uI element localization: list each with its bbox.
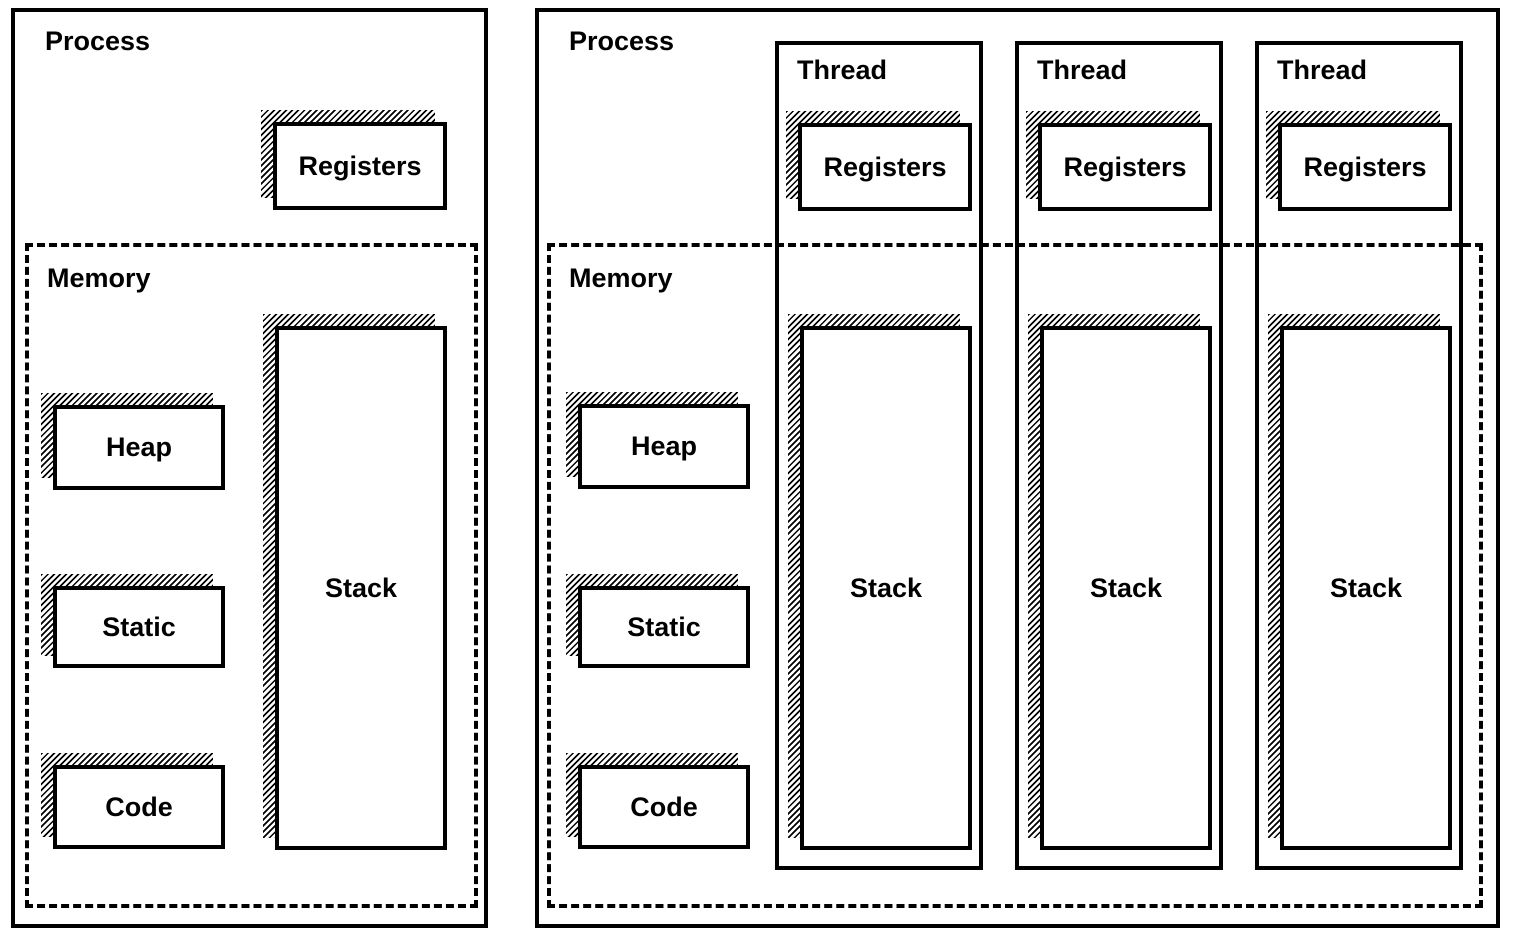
stack-label: Stack xyxy=(1329,572,1403,603)
thread-title: Thread xyxy=(1277,55,1368,85)
static-box: Static xyxy=(41,574,225,668)
stack-box: Stack xyxy=(788,314,972,850)
code-box: Code xyxy=(566,753,750,849)
code-label: Code xyxy=(630,791,698,822)
registers-label: Registers xyxy=(823,151,947,182)
stack-box: Stack xyxy=(1028,314,1212,850)
memory-title: Memory xyxy=(47,263,151,293)
registers-box: Registers xyxy=(786,111,972,211)
registers-label: Registers xyxy=(1063,151,1187,182)
stack-box: Stack xyxy=(263,314,447,850)
heap-label: Heap xyxy=(630,431,698,461)
thread-column: Thread Registers Stack xyxy=(1015,41,1223,870)
registers-box: Registers xyxy=(1266,111,1452,211)
code-label: Code xyxy=(105,791,173,822)
static-label: Static xyxy=(102,611,176,642)
registers-label: Registers xyxy=(1303,151,1427,182)
process-title: Process xyxy=(45,26,151,56)
registers-box: Registers xyxy=(1026,111,1212,211)
thread-column: Thread Registers Stack xyxy=(1255,41,1463,870)
memory-title: Memory xyxy=(569,263,673,293)
thread-column: Thread Registers Stack xyxy=(775,41,983,870)
process-title: Process xyxy=(569,26,675,56)
thread-title: Thread xyxy=(797,55,888,85)
stack-label: Stack xyxy=(324,572,398,603)
multi-threaded-process-panel: Process Thread Registers Stack Thread Re… xyxy=(535,8,1500,928)
stack-box: Stack xyxy=(1268,314,1452,850)
heap-box: Heap xyxy=(566,392,750,489)
memory-region: Memory Heap Static Code Stack xyxy=(25,243,478,908)
static-box: Static xyxy=(566,574,750,668)
code-box: Code xyxy=(41,753,225,849)
thread-title: Thread xyxy=(1037,55,1128,85)
memory-region: Memory Heap Static Code xyxy=(547,243,1483,908)
single-threaded-process-panel: Process Registers Memory Heap Static Cod… xyxy=(11,8,488,928)
heap-box: Heap xyxy=(41,393,225,490)
stack-label: Stack xyxy=(849,572,923,603)
heap-label: Heap xyxy=(105,432,173,462)
registers-box: Registers xyxy=(261,110,447,210)
stack-label: Stack xyxy=(1089,572,1163,603)
registers-label: Registers xyxy=(298,150,422,181)
static-label: Static xyxy=(627,611,701,642)
